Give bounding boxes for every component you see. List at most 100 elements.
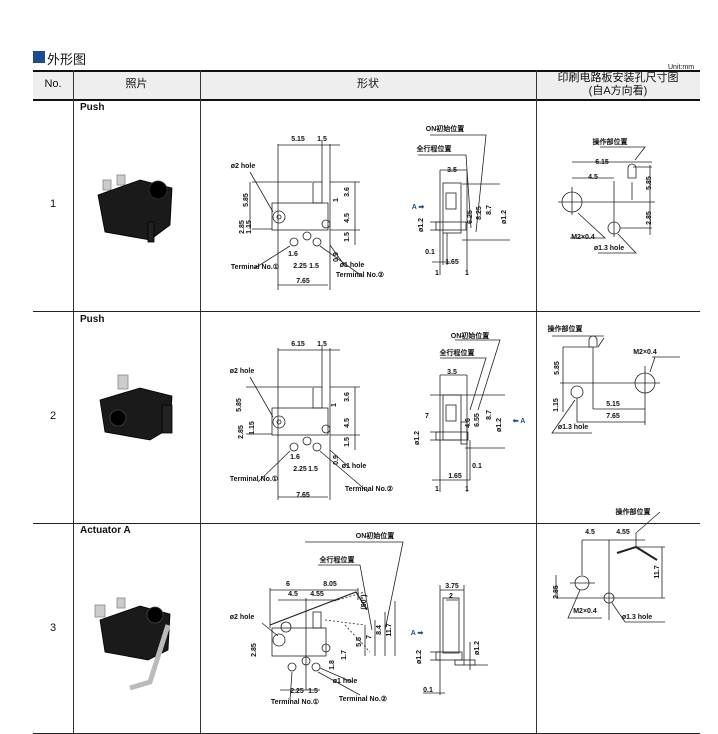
shape-dimension-label: 1.8 bbox=[329, 660, 336, 670]
shape-dimension-label: ø1.2 bbox=[418, 217, 425, 233]
table-header bbox=[33, 70, 700, 101]
section-title: 外形图 bbox=[47, 52, 87, 67]
shape-dimension-label: 3.6 bbox=[344, 392, 351, 402]
shape-dimension-label: 1.7 bbox=[341, 650, 348, 660]
row-number: 3 bbox=[49, 622, 57, 634]
shape-dimension-label: 1.5 bbox=[344, 437, 351, 447]
row-divider bbox=[33, 523, 700, 524]
shape-dimension-label: 2.25 bbox=[290, 688, 304, 695]
mount-dimension-label: M2×0.4 bbox=[571, 234, 595, 241]
shape-dimension-label: 1.6 bbox=[290, 454, 300, 461]
shape-dimension-label: 0.9 bbox=[333, 252, 340, 262]
mount-dimension-label: 1.15 bbox=[553, 398, 560, 412]
shape-dimension-label: 1.6 bbox=[288, 251, 298, 258]
shape-dimension-label: ON初始位置 bbox=[425, 126, 465, 133]
mount-dimension-label: M2×0.4 bbox=[633, 349, 657, 356]
front-view-3 bbox=[423, 585, 488, 695]
shape-dimension-label: 1 bbox=[435, 270, 439, 277]
mount-dimension-label: ø1.3 hole bbox=[621, 614, 653, 621]
mount-dimension-label: ø1.3 hole bbox=[557, 424, 589, 431]
row-divider bbox=[33, 311, 700, 312]
shape-dimension-label: 0.1 bbox=[425, 249, 435, 256]
shape-dimension-label: A ➡ bbox=[410, 630, 424, 637]
product-photo-1 bbox=[97, 174, 173, 243]
row-type: Actuator A bbox=[80, 525, 131, 536]
shape-dimension-label: Terminal No.② bbox=[344, 486, 394, 493]
column-divider bbox=[73, 70, 74, 734]
side-view-2 bbox=[246, 345, 369, 500]
shape-dimension-label: 2.25 bbox=[293, 466, 307, 473]
shape-dimension-label: 1.5 bbox=[317, 136, 327, 143]
mount-dimension-label: M2×0.4 bbox=[573, 608, 597, 615]
mount-dimension-label: 4.5 bbox=[588, 174, 598, 181]
shape-dimension-label: 0.1 bbox=[472, 463, 482, 470]
shape-dimension-label: 5.5 bbox=[356, 637, 363, 647]
shape-dimension-label: (50°) bbox=[361, 594, 368, 610]
row-number: 1 bbox=[49, 198, 57, 210]
shape-dimension-label: 1 bbox=[435, 486, 439, 493]
shape-dimension-label: ON初始位置 bbox=[450, 333, 490, 340]
shape-dimension-label: 1.65 bbox=[448, 473, 462, 480]
front-view-2 bbox=[430, 339, 505, 492]
shape-dimension-label: 8.25 bbox=[476, 206, 483, 220]
mount-view-1 bbox=[558, 146, 655, 254]
shape-dimension-label: ON初始位置 bbox=[355, 533, 395, 540]
shape-dimension-label: 4.5 bbox=[344, 418, 351, 428]
front-view-1 bbox=[418, 134, 510, 275]
shape-dimension-label: 3.75 bbox=[445, 583, 459, 590]
shape-dimension-label: 全行程位置 bbox=[439, 350, 475, 357]
shape-dimension-label: ø1.2 bbox=[416, 649, 423, 665]
header-shape: 形状 bbox=[357, 78, 379, 90]
header-mount-line1: 印刷电路板安装孔尺寸图 bbox=[557, 71, 679, 84]
shape-dimension-label: 8.7 bbox=[486, 205, 493, 215]
shape-dimension-label: 0.1 bbox=[423, 687, 433, 694]
shape-dimension-label: ø1 hole bbox=[339, 262, 365, 269]
side-view-1 bbox=[249, 140, 363, 290]
mount-dimension-label: 操作部位置 bbox=[615, 509, 651, 516]
mount-dimension-label: 5.15 bbox=[606, 401, 620, 408]
mount-dimension-label: 6.15 bbox=[595, 159, 609, 166]
header-mount-line2: (自A方向看) bbox=[588, 84, 648, 97]
shape-dimension-label: 1.15 bbox=[246, 220, 253, 234]
section-marker bbox=[33, 51, 45, 63]
mount-view-3 bbox=[555, 511, 665, 623]
shape-dimension-label: ø1 hole bbox=[341, 463, 367, 470]
shape-dimension-label: 11.7 bbox=[386, 623, 393, 637]
shape-dimension-label: 6.15 bbox=[291, 341, 305, 348]
shape-dimension-label: 6.55 bbox=[474, 413, 481, 427]
shape-dimension-label: A ➡ bbox=[411, 204, 425, 211]
header-no: No. bbox=[44, 78, 62, 90]
column-divider bbox=[536, 70, 537, 734]
shape-dimension-label: 1.5 bbox=[309, 263, 319, 270]
shape-dimension-label: 6.25 bbox=[467, 210, 474, 224]
shape-dimension-label: 7.65 bbox=[296, 492, 310, 499]
shape-dimension-label: 5.15 bbox=[291, 136, 305, 143]
shape-dimension-label: 1.5 bbox=[317, 341, 327, 348]
shape-dimension-label: 3.6 bbox=[344, 187, 351, 197]
shape-dimension-label: 2.25 bbox=[293, 263, 307, 270]
product-photo-2 bbox=[99, 374, 173, 441]
shape-dimension-label: 1.15 bbox=[249, 421, 256, 435]
mount-dimension-label: 7.65 bbox=[606, 413, 620, 420]
shape-dimension-label: 2 bbox=[449, 593, 453, 600]
shape-dimension-label: ø1 hole bbox=[332, 678, 358, 685]
mount-dimension-label: 2.85 bbox=[646, 211, 653, 225]
mount-dimension-label: 操作部位置 bbox=[547, 326, 583, 333]
shape-dimension-label: ø2 hole bbox=[229, 614, 255, 621]
shape-dimension-label: 1.5 bbox=[308, 688, 318, 695]
mount-dimension-label: 11.7 bbox=[654, 565, 661, 579]
column-divider bbox=[200, 70, 201, 734]
mount-dimension-label: 5.85 bbox=[554, 361, 561, 375]
row-type: Push bbox=[80, 102, 105, 113]
shape-dimension-label: 7.65 bbox=[296, 278, 310, 285]
row-type: Push bbox=[80, 314, 105, 325]
header-mount: 印刷电路板安装孔尺寸图 (自A方向看) bbox=[536, 70, 700, 99]
shape-dimension-label: 5.85 bbox=[243, 193, 250, 207]
mount-dimension-label: 操作部位置 bbox=[592, 139, 628, 146]
side-view-3 bbox=[261, 541, 404, 701]
shape-dimension-label: ø2 hole bbox=[229, 368, 255, 375]
shape-dimension-label: 1 bbox=[465, 486, 469, 493]
unit-label: Unit:mm bbox=[668, 64, 695, 71]
product-photo-3 bbox=[94, 597, 171, 691]
